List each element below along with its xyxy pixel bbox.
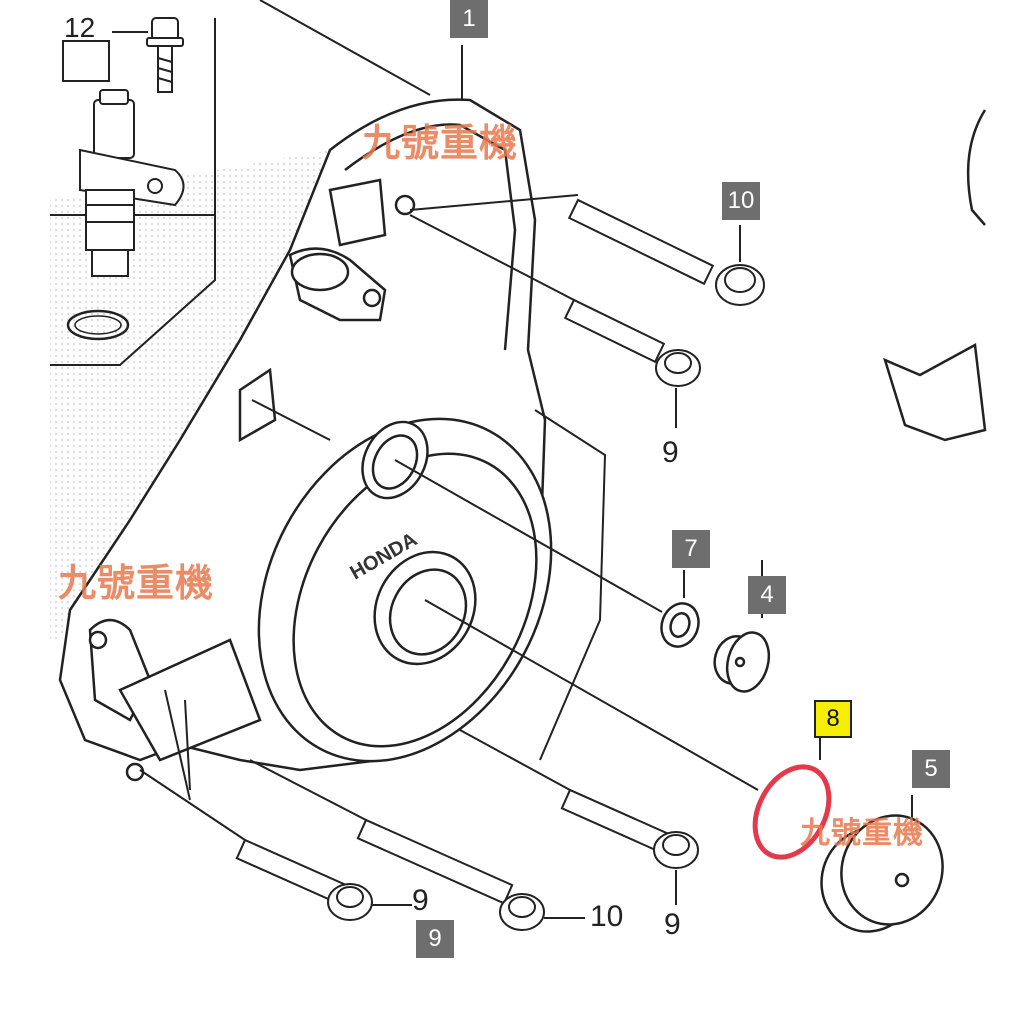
cap-5 [820, 814, 944, 933]
plug-4 [713, 631, 771, 693]
callout-4: 4 [748, 576, 786, 614]
bolt-9-bottom-right [560, 788, 699, 869]
callout-1: 1 [450, 0, 488, 38]
sensor-o-ring [66, 309, 130, 341]
bracket-part-right [883, 343, 987, 442]
callout-box-12 [62, 40, 110, 82]
callout-9-bottom-right: 9 [664, 908, 681, 941]
callout-9-box: 9 [416, 920, 454, 958]
callout-5: 5 [912, 750, 950, 788]
bolt-10-bottom [356, 818, 545, 931]
bolt-9-bottom-left [235, 838, 373, 921]
washer-7 [660, 602, 700, 648]
callout-9-bottom-left: 9 [412, 884, 429, 917]
callout-10-top: 10 [722, 182, 760, 220]
watermark-right: 九號重機 [800, 817, 924, 850]
partial-part-right [966, 109, 987, 226]
generator-cover-face [257, 417, 553, 763]
bolt-12 [146, 17, 184, 93]
bolt-9-middle [563, 298, 701, 387]
callout-10-bottom: 10 [590, 900, 624, 933]
watermark-top: 九號重機 [362, 123, 519, 165]
callout-8-highlighted: 8 [814, 700, 852, 738]
watermark-left: 九號重機 [58, 563, 215, 605]
callout-12: 12 [64, 12, 96, 43]
o-ring-8 [752, 764, 832, 860]
crank-position-sensor [79, 89, 185, 277]
callout-9-middle: 9 [662, 436, 679, 469]
bolt-10-top [567, 198, 765, 306]
callout-7: 7 [672, 530, 710, 568]
sensor-inset-frame [50, 214, 216, 366]
